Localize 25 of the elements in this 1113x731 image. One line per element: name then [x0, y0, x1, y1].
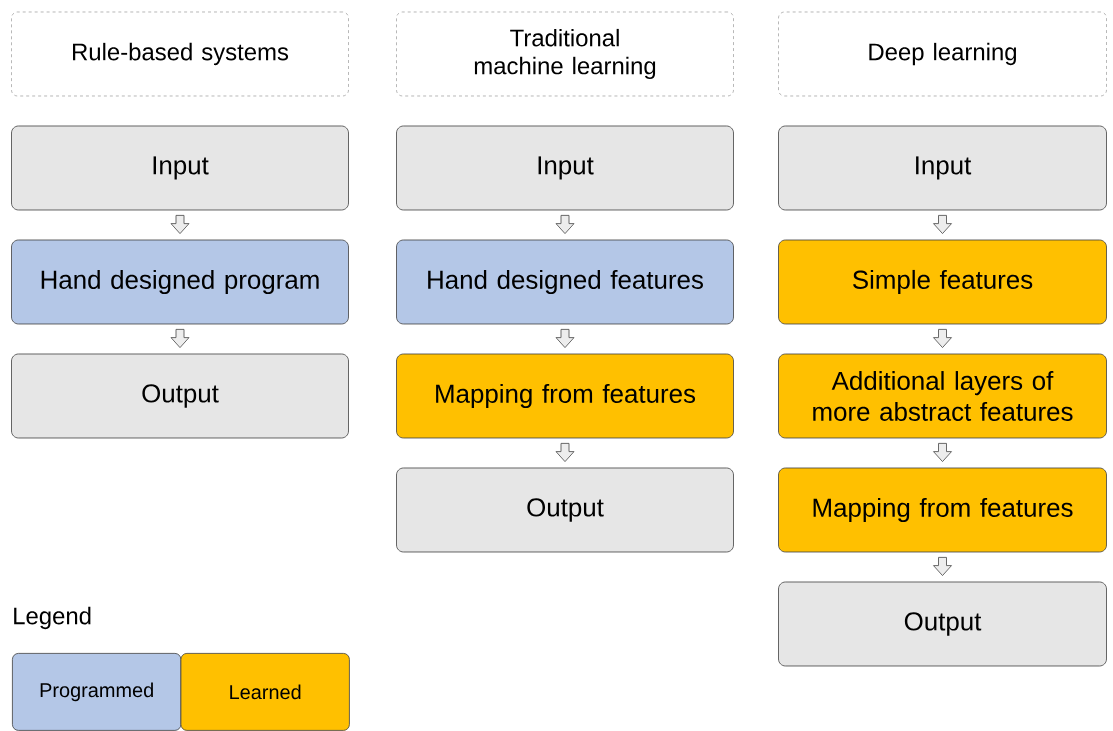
header-box: Rule-based systems	[11, 11, 349, 97]
process-box: Hand designed features	[396, 239, 734, 325]
arrow	[555, 442, 575, 463]
arrow	[933, 214, 952, 235]
arrow	[170, 328, 190, 349]
process-box: Mapping from features	[396, 353, 734, 439]
arrow	[555, 214, 575, 235]
arrow	[170, 214, 190, 235]
process-box: Simple features	[778, 239, 1107, 325]
arrow	[933, 442, 952, 463]
process-box: Output	[396, 467, 734, 553]
arrow	[555, 328, 575, 349]
process-box: Mapping from features	[778, 467, 1107, 553]
process-box: Input	[396, 125, 734, 211]
process-box: Input	[11, 125, 349, 211]
arrow	[933, 328, 952, 349]
process-box: Hand designed program	[11, 239, 349, 325]
header-box: Deep learning	[778, 11, 1107, 97]
legend-heading: Legend	[14, 606, 91, 630]
process-box: Output	[778, 581, 1107, 667]
process-box: Output	[11, 353, 349, 439]
arrow	[933, 556, 952, 577]
header-box: Traditional machine learning	[396, 11, 734, 97]
process-box: Input	[778, 125, 1107, 211]
process-box: Additional layers of more abstract features	[778, 353, 1107, 439]
